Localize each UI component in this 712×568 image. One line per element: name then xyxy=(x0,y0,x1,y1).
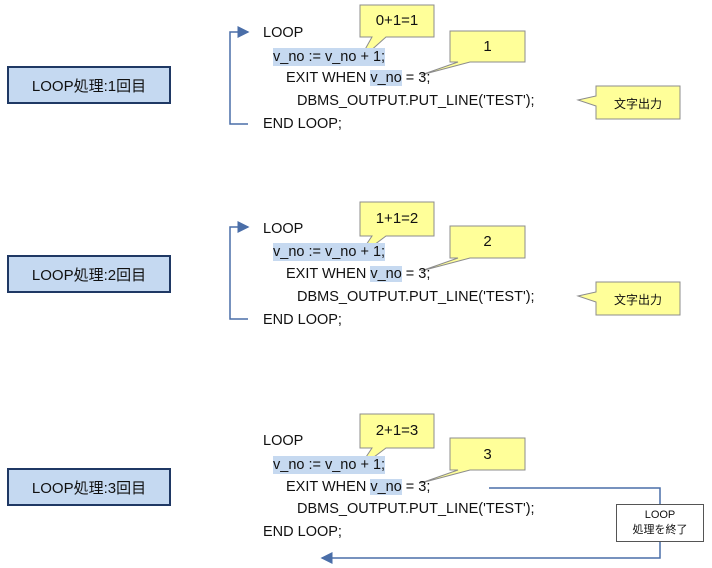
exit-var: v_no xyxy=(370,479,402,495)
value-callout-shape-3 xyxy=(420,437,526,484)
code-exit-line-1: EXIT WHEN v_no = 3; xyxy=(286,69,430,87)
loop-exit-note-line1: LOOP xyxy=(644,509,676,521)
output-note-1: 文字出力 xyxy=(613,97,662,111)
exit-prefix: EXIT WHEN xyxy=(286,70,371,86)
output-note-shape-1 xyxy=(576,85,681,120)
exit-suffix: = 3; xyxy=(401,479,431,495)
exit-var: v_no xyxy=(370,266,402,282)
code-end-loop-2: END LOOP; xyxy=(263,312,342,328)
loop-exit-note-line2: 処理を終了 xyxy=(632,524,688,536)
code-loop-keyword-2: LOOP xyxy=(263,221,304,237)
value-callout-shape-1 xyxy=(420,30,526,76)
code-exit-line-2: EXIT WHEN v_no = 3; xyxy=(286,265,430,283)
code-assign-line-3: v_no := v_no + 1; xyxy=(273,456,386,474)
exit-prefix: EXIT WHEN xyxy=(286,266,371,282)
code-loop-keyword-3: LOOP xyxy=(263,433,304,449)
exit-suffix: = 3; xyxy=(401,266,431,282)
loop-exit-note: LOOP 処理を終了 xyxy=(616,504,704,542)
value-callout-1: 1 xyxy=(483,38,492,55)
iteration-label-1: LOOP処理:1回目 xyxy=(7,66,171,104)
code-output-line-2: DBMS_OUTPUT.PUT_LINE('TEST'); xyxy=(297,289,535,305)
exit-suffix: = 3; xyxy=(401,70,431,86)
calc-callout-2: 1+1=2 xyxy=(375,210,419,227)
iteration-label-2: LOOP処理:2回目 xyxy=(7,255,171,293)
code-assign-line-1: v_no := v_no + 1; xyxy=(273,48,386,66)
value-callout-3: 3 xyxy=(483,446,492,463)
value-callout-shape-2 xyxy=(420,225,526,272)
calc-callout-3: 2+1=3 xyxy=(375,422,419,439)
code-exit-line-3: EXIT WHEN v_no = 3; xyxy=(286,478,430,496)
iteration-label-3: LOOP処理:3回目 xyxy=(7,468,171,506)
exit-loop-arrow xyxy=(320,487,661,564)
calc-callout-1: 0+1=1 xyxy=(375,12,419,29)
code-end-loop-3: END LOOP; xyxy=(263,524,342,540)
exit-var: v_no xyxy=(370,70,402,86)
loop-back-arrow-1 xyxy=(229,26,250,125)
code-output-line-1: DBMS_OUTPUT.PUT_LINE('TEST'); xyxy=(297,93,535,109)
value-callout-2: 2 xyxy=(483,233,492,250)
code-end-loop-1: END LOOP; xyxy=(263,116,342,132)
code-output-line-3: DBMS_OUTPUT.PUT_LINE('TEST'); xyxy=(297,501,535,517)
code-loop-keyword-1: LOOP xyxy=(263,25,304,41)
loop-back-arrow-2 xyxy=(229,221,250,320)
exit-prefix: EXIT WHEN xyxy=(286,479,371,495)
output-note-2: 文字出力 xyxy=(613,293,662,307)
code-assign-line-2: v_no := v_no + 1; xyxy=(273,243,386,261)
output-note-shape-2 xyxy=(576,281,681,316)
